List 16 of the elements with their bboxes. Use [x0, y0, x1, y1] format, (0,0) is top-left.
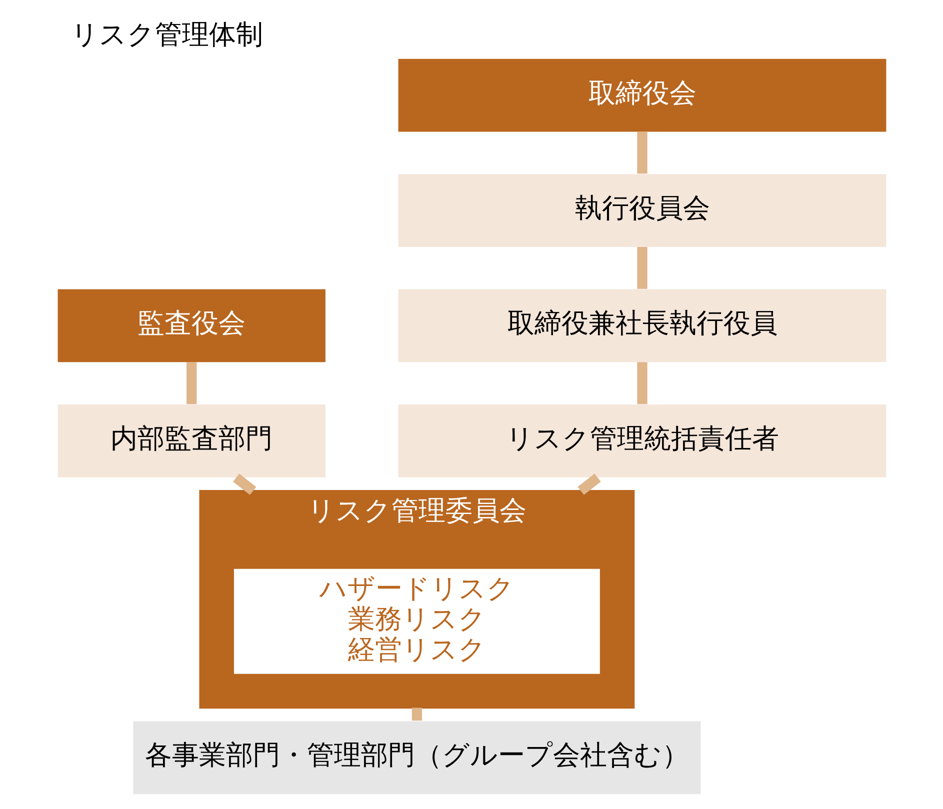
node-box: 取締役会	[398, 58, 886, 132]
node-box: 執行役員会	[398, 174, 886, 247]
node-box: 各事業部門・管理部門（グループ会社含む）	[132, 721, 700, 794]
node-box: 監査役会	[57, 289, 325, 362]
node-box: リスク管理統括責任者	[398, 404, 886, 478]
node-box: 内部監査部門	[57, 404, 325, 478]
connector	[411, 708, 422, 721]
connector	[636, 362, 647, 404]
connector	[636, 132, 647, 174]
diagram-title: リスク管理体制	[70, 19, 263, 50]
node-box: 取締役兼社長執行役員	[398, 289, 886, 362]
connector	[636, 246, 647, 289]
connector	[232, 474, 256, 495]
connector	[186, 362, 196, 404]
connector	[577, 474, 600, 495]
node-box: ハザードリスク 業務リスク 経営リスク	[233, 568, 600, 674]
